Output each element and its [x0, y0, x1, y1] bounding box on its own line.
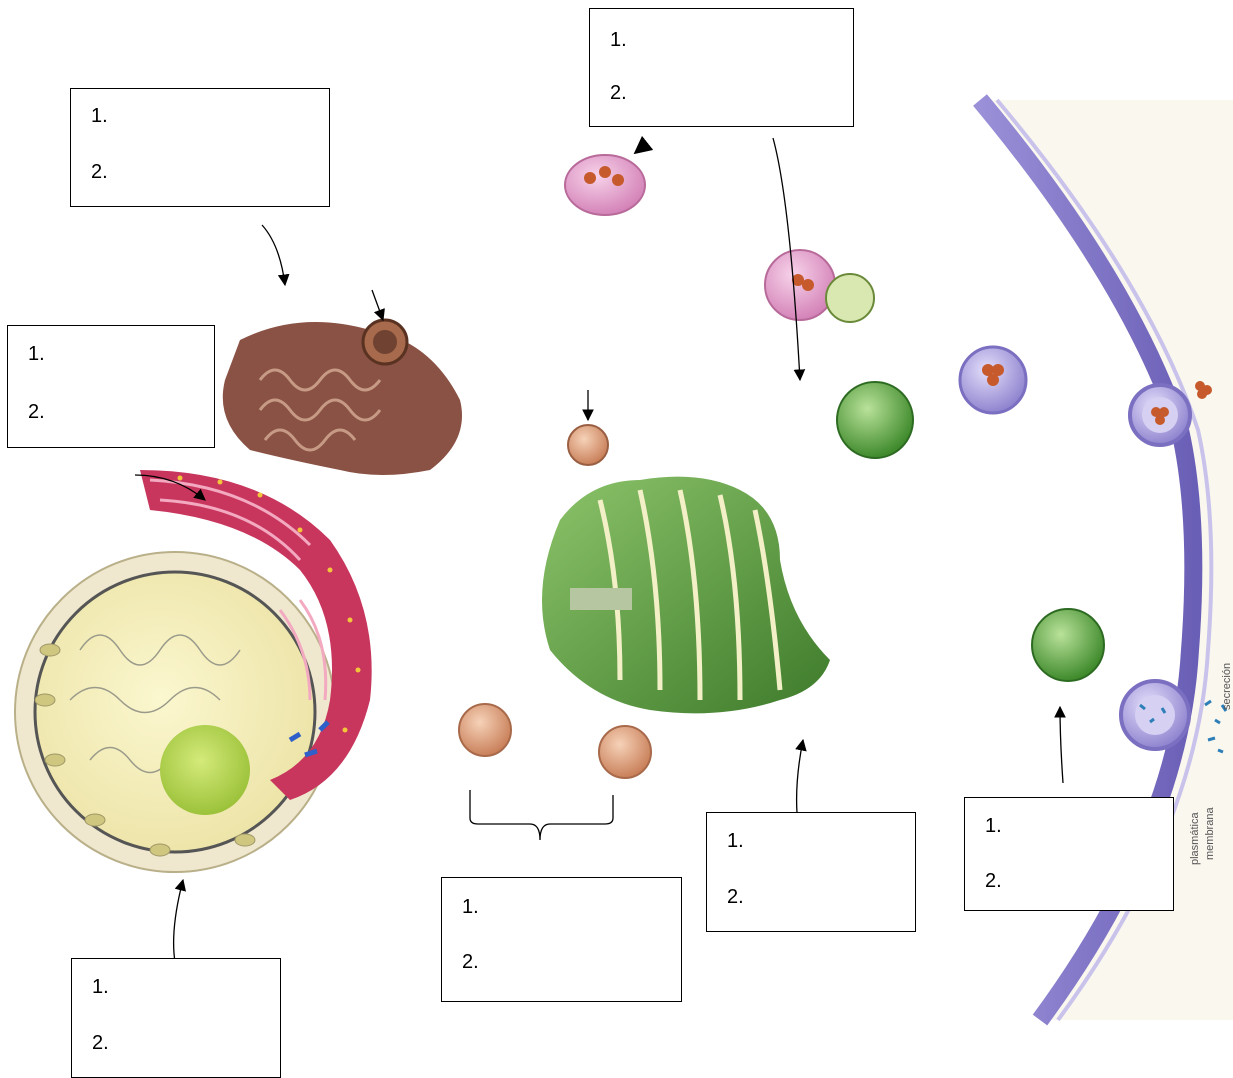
label-box-top-left[interactable]: 1. 2. — [70, 88, 330, 207]
fusing-vesicles — [765, 250, 874, 322]
box-line-1: 1. — [610, 29, 627, 52]
membrane-label-line1: membrana — [1204, 807, 1216, 860]
membrane-label-line2: plasmática — [1189, 812, 1201, 865]
vesicle-top — [565, 145, 645, 215]
box-line-2: 2. — [91, 161, 108, 184]
label-box-bottom-center[interactable]: 1. 2. — [441, 877, 682, 1002]
box-line-2: 2. — [92, 1032, 109, 1055]
secretory-vesicle-upper — [837, 382, 913, 458]
box-line-1: 1. — [91, 105, 108, 128]
transport-vesicle-right — [599, 726, 651, 778]
nucleus — [15, 552, 335, 872]
label-box-bottom-golgi[interactable]: 1. 2. — [706, 812, 916, 932]
box-line-2: 2. — [727, 886, 744, 909]
box-line-1: 1. — [92, 976, 109, 999]
label-box-bottom-right[interactable]: 1. 2. — [964, 797, 1174, 911]
box-line-1: 1. — [462, 896, 479, 919]
smooth-endoplasmic-reticulum — [223, 320, 462, 475]
box-line-2: 2. — [462, 951, 479, 974]
secretory-vesicle-lower — [1032, 609, 1104, 681]
box-line-2: 2. — [610, 82, 627, 105]
box-line-1: 1. — [28, 343, 45, 366]
label-box-mid-left[interactable]: 1. 2. — [7, 325, 215, 448]
box-line-1: 1. — [985, 815, 1002, 838]
label-box-top-center[interactable]: 1. 2. — [589, 8, 854, 127]
golgi-apparatus — [542, 425, 830, 713]
box-line-2: 2. — [28, 401, 45, 424]
box-line-1: 1. — [727, 830, 744, 853]
transport-vesicle-left — [459, 704, 511, 756]
label-box-bottom-left[interactable]: 1. 2. — [71, 958, 281, 1078]
secretion-label: secreción — [1221, 663, 1233, 710]
box-line-2: 2. — [985, 870, 1002, 893]
mature-granule — [960, 347, 1026, 413]
